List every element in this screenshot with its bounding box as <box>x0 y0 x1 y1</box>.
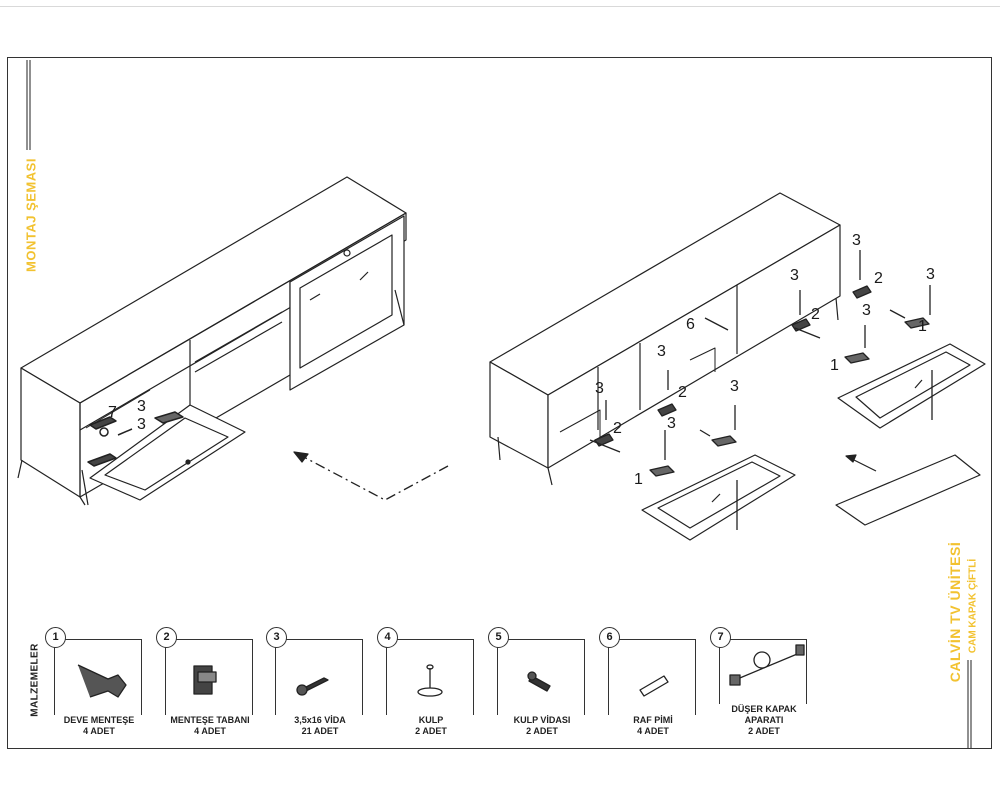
part-icons <box>77 644 805 698</box>
callout-1: 1 <box>634 471 643 488</box>
part-qty: 2 ADET <box>526 726 558 736</box>
glass-door-panels <box>641 343 986 541</box>
part-number: 2 <box>156 627 177 648</box>
part-qty: 4 ADET <box>83 726 115 736</box>
part-label: KULP 2 ADET <box>381 715 481 737</box>
knob-icon <box>417 664 443 697</box>
hinge-base-icon <box>193 665 217 695</box>
part-card-6: 6 RAF PİMİ 4 ADET <box>599 627 703 737</box>
part-card-1: 1 DEVE MENTEŞE 4 ADET <box>45 627 149 737</box>
top-divider <box>0 6 1000 7</box>
sheet-frame <box>7 57 992 749</box>
knob-screw-icon <box>527 671 551 692</box>
part-label: DÜŞER KAPAK APARATI 2 ADET <box>714 704 814 737</box>
part-name: 3,5x16 VİDA <box>294 715 346 725</box>
hinge-icon <box>77 664 127 698</box>
callout-3: 3 <box>667 415 676 432</box>
callout-2: 2 <box>874 270 883 287</box>
part-qty: 4 ADET <box>637 726 669 736</box>
screw-icon <box>296 677 329 696</box>
part-name: KULP <box>418 715 444 725</box>
part-number: 3 <box>266 627 287 648</box>
part-number: 7 <box>710 627 731 648</box>
hinge-hardware <box>589 250 933 530</box>
part-name: DEVE MENTEŞE <box>63 715 135 725</box>
right-cabinet <box>489 192 841 486</box>
callout-3: 3 <box>926 266 935 283</box>
part-label: 3,5x16 VİDA 21 ADET <box>270 715 370 737</box>
part-label: RAF PİMİ 4 ADET <box>603 715 703 737</box>
part-name: DÜŞER KAPAK APARATI <box>731 704 797 725</box>
callout-3: 3 <box>862 302 871 319</box>
callout-6: 6 <box>686 316 695 333</box>
part-name: RAF PİMİ <box>633 715 673 725</box>
part-label: DEVE MENTEŞE 4 ADET <box>49 715 149 737</box>
callout-3: 3 <box>730 378 739 395</box>
callout-2: 2 <box>613 420 622 437</box>
part-qty: 21 ADET <box>301 726 339 736</box>
callout-7: 7 <box>108 404 117 421</box>
part-card-4: 4 KULP 2 ADET <box>377 627 481 737</box>
assembly-arrow <box>293 451 449 501</box>
callout-3: 3 <box>852 232 861 249</box>
part-card-3: 3 3,5x16 VİDA 21 ADET <box>266 627 370 737</box>
left-cabinet <box>17 176 407 506</box>
part-number: 5 <box>488 627 509 648</box>
part-qty: 2 ADET <box>748 726 780 736</box>
part-label: KULP VİDASI 2 ADET <box>492 715 592 737</box>
callout-3: 3 <box>657 343 666 360</box>
callout-1: 1 <box>918 318 927 335</box>
part-name: MENTEŞE TABANI <box>170 715 250 725</box>
callout-3: 3 <box>137 416 146 433</box>
part-name: KULP VİDASI <box>513 715 571 725</box>
part-qty: 2 ADET <box>415 726 447 736</box>
callout-1: 1 <box>830 357 839 374</box>
part-number: 4 <box>377 627 398 648</box>
callout-2: 2 <box>678 384 687 401</box>
part-card-2: 2 MENTEŞE TABANI 4 ADET <box>156 627 260 737</box>
part-label: MENTEŞE TABANI 4 ADET <box>160 715 260 737</box>
side-rules <box>26 60 972 748</box>
part-card-5: 5 KULP VİDASI 2 ADET <box>488 627 592 737</box>
callout-2: 2 <box>811 306 820 323</box>
part-number: 1 <box>45 627 66 648</box>
callout-3: 3 <box>595 380 604 397</box>
shelf-pin-icon <box>639 675 669 697</box>
part-number: 6 <box>599 627 620 648</box>
part-card-7: 7 DÜŞER KAPAK APARATI 2 ADET <box>710 627 814 737</box>
callout-3: 3 <box>790 267 799 284</box>
part-qty: 4 ADET <box>194 726 226 736</box>
callout-3: 3 <box>137 398 146 415</box>
drop-lid-stay-icon <box>729 644 805 686</box>
